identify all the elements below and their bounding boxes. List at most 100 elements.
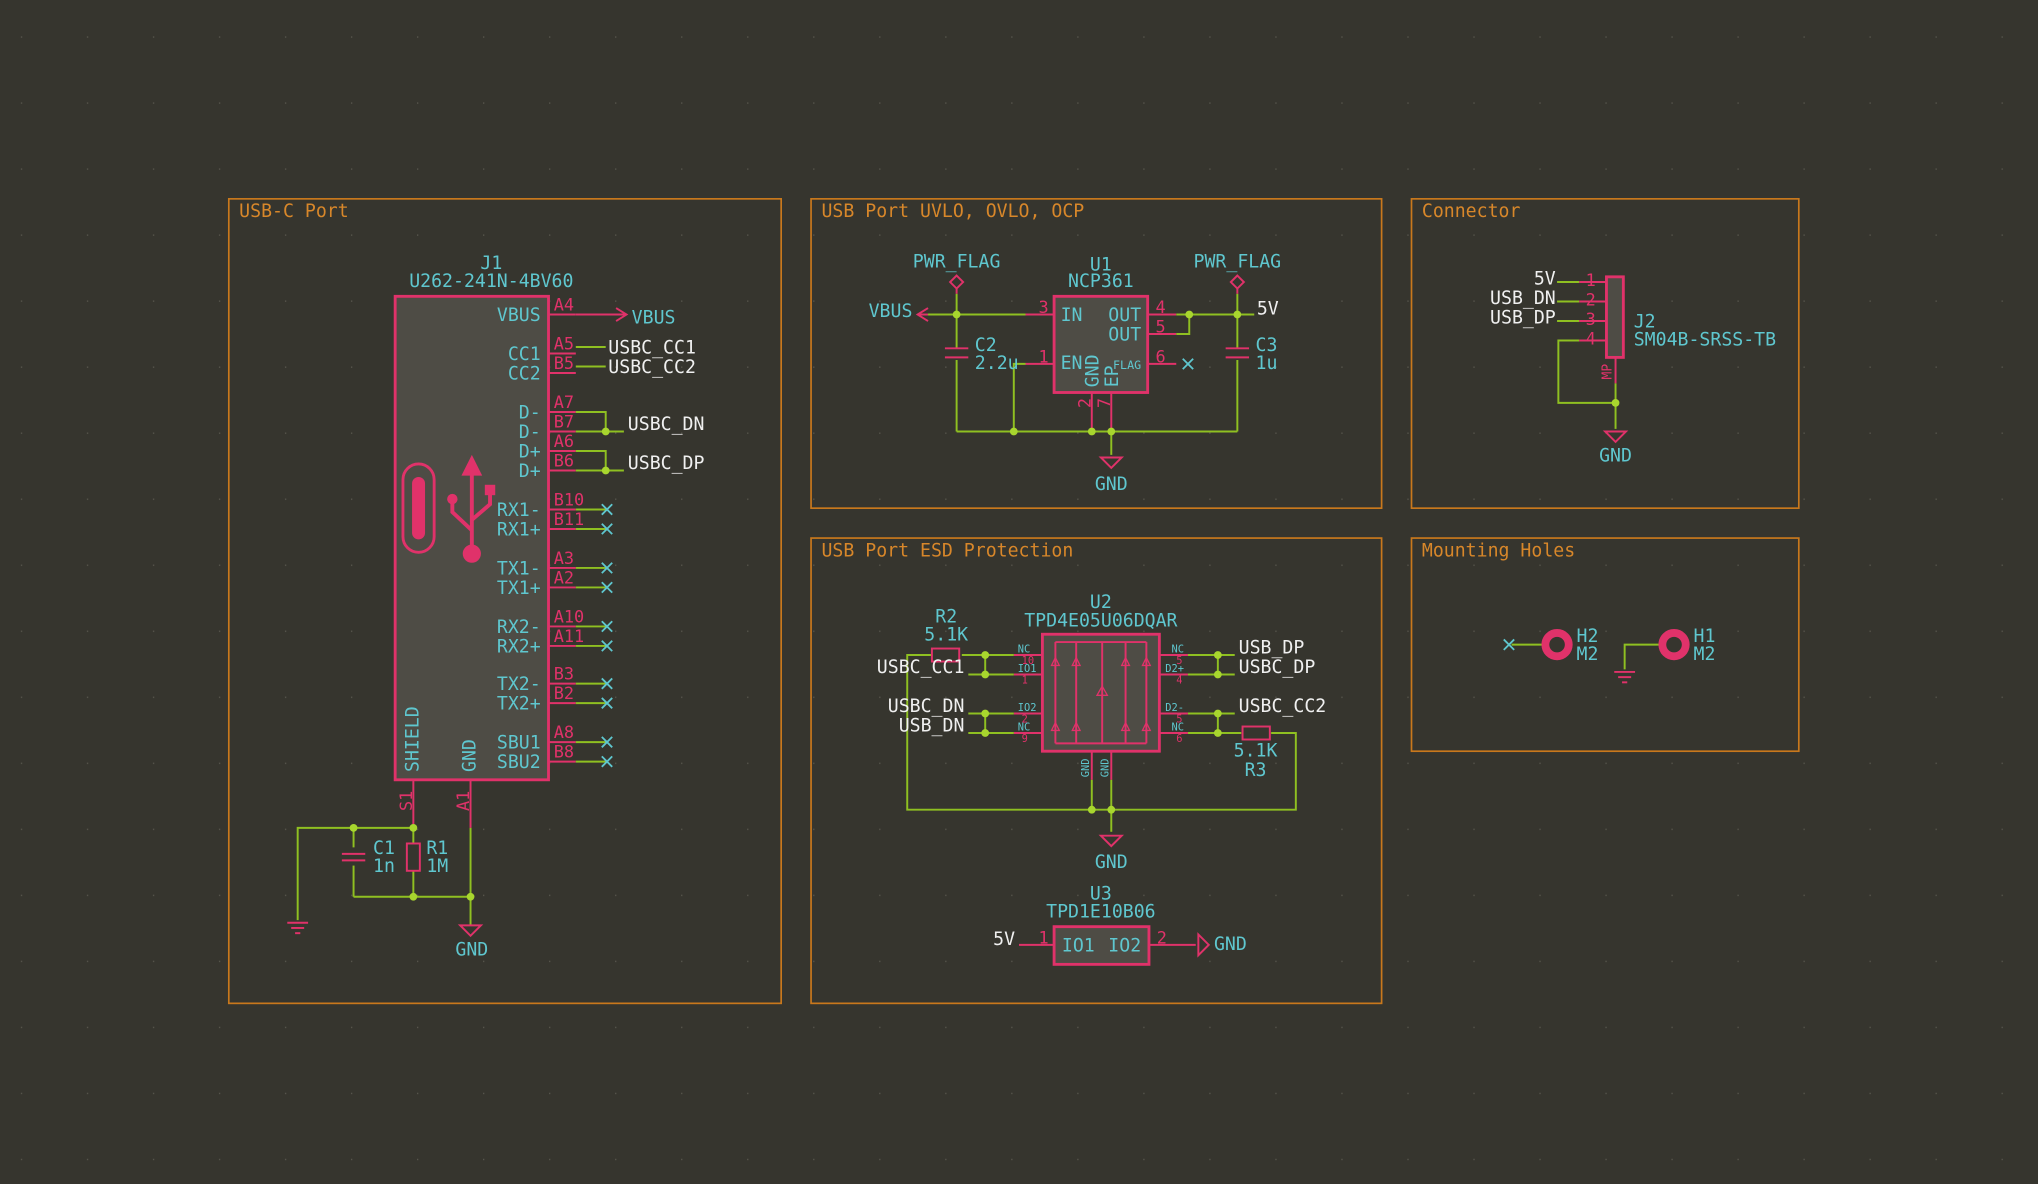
svg-text:7: 7 bbox=[1094, 398, 1114, 408]
r1-resistor[interactable]: R1 1M bbox=[405, 838, 448, 877]
u1-pin-ep: EP bbox=[1102, 365, 1123, 387]
u2-tpd4e05u06[interactable]: U2 TPD4E05U06DQAR bbox=[1013, 592, 1188, 780]
h2-mounting-hole[interactable]: H2 M2 bbox=[1503, 626, 1599, 665]
gnd-symbol-u2: GND bbox=[1095, 834, 1128, 873]
net-usbc-cc2-esd[interactable]: USBC_CC2 bbox=[1239, 696, 1327, 717]
pin-name: CC2 bbox=[508, 364, 541, 385]
svg-text:IO1: IO1 bbox=[1062, 935, 1095, 956]
j1-pin-b3[interactable]: TX2-B3 bbox=[497, 664, 613, 695]
c2-capacitor[interactable]: C2 2.2u bbox=[944, 335, 1019, 374]
no-connect-icon bbox=[601, 736, 613, 748]
vbus-power-symbol-u1[interactable]: VBUS bbox=[869, 301, 929, 322]
pwr-flag-label-right: PWR_FLAG bbox=[1194, 252, 1282, 273]
u2-pin-number: 4 bbox=[1176, 675, 1182, 687]
pin-number: B6 bbox=[554, 451, 574, 471]
usb-logo-icon bbox=[447, 454, 496, 563]
net-5v-j2[interactable]: 5V bbox=[1534, 269, 1556, 290]
c2-ref: C2 bbox=[975, 335, 997, 356]
u1-ncp361[interactable]: U1 NCP361 IN OUT OUT EN FLAG GND EP 3 1 … bbox=[1025, 254, 1177, 432]
j1-pin-a8[interactable]: SBU1 A8 bbox=[497, 722, 613, 754]
frame-connector: Connector bbox=[1410, 198, 1800, 510]
u2-pin-name: D2- bbox=[1165, 702, 1184, 714]
pin-number: B3 bbox=[554, 664, 574, 684]
net-5v-u3[interactable]: 5V bbox=[993, 929, 1015, 950]
vbus-power-symbol[interactable]: VBUS bbox=[575, 307, 676, 329]
c3-capacitor[interactable]: C3 1u bbox=[1225, 335, 1278, 374]
u2-pin-name: D2+ bbox=[1165, 663, 1184, 675]
frame-title-esd: USB Port ESD Protection bbox=[821, 540, 1073, 561]
net-usb-dp-esd[interactable]: USB_DP bbox=[1239, 638, 1305, 659]
j1-pin-a10[interactable]: RX2-A10 bbox=[497, 607, 613, 638]
c1-capacitor[interactable]: C1 1n bbox=[341, 838, 395, 877]
pin-name: RX1- bbox=[497, 500, 541, 521]
pin-number: B8 bbox=[554, 742, 574, 762]
u3-tpd1e10b06[interactable]: U3 TPD1E10B06 IO1 IO2 1 2 bbox=[1019, 883, 1211, 966]
svg-text:2: 2 bbox=[1586, 289, 1596, 309]
u2-pin-number: 1 bbox=[1022, 675, 1028, 687]
gnd-label-u3: GND bbox=[1214, 934, 1247, 955]
net-usbc-cc2[interactable]: USBC_CC2 bbox=[608, 357, 696, 378]
h2-ref: H2 bbox=[1577, 626, 1599, 647]
pin-number: B10 bbox=[554, 490, 584, 510]
pin-name: TX2+ bbox=[497, 694, 541, 715]
net-usb-dn-j2[interactable]: USB_DN bbox=[1490, 288, 1556, 309]
pin-name: SBU1 bbox=[497, 733, 541, 754]
net-usbc-dp[interactable]: USBC_DP bbox=[628, 453, 705, 474]
u1-pin-en: EN bbox=[1061, 353, 1083, 374]
j1-usbc-connector[interactable]: J1 U262-241N-4BV60 VBUSA4CC1A5CC2B5D-A7D… bbox=[393, 253, 613, 828]
j1-pin-a2[interactable]: TX1+A2 bbox=[497, 568, 613, 599]
j1-pin-a3[interactable]: TX1-A3 bbox=[497, 548, 613, 579]
no-connect-icon bbox=[601, 581, 613, 594]
svg-text:3: 3 bbox=[1586, 309, 1596, 329]
j1-pin-b11[interactable]: RX1+B11 bbox=[497, 509, 613, 540]
u2-pin-name: NC bbox=[1172, 643, 1185, 655]
u1-pin-out2: OUT bbox=[1108, 325, 1141, 346]
r2-resistor[interactable]: R2 5.1K bbox=[924, 607, 968, 663]
j1-pin-b6[interactable]: D+B6 bbox=[519, 451, 576, 482]
j2-connector[interactable]: 1 2 3 4 MP J2 SM04B-SRSS-TB bbox=[1579, 270, 1776, 384]
j1-pin-a11[interactable]: RX2+A11 bbox=[497, 626, 613, 657]
pwr-flag-left[interactable]: PWR_FLAG bbox=[913, 252, 1001, 294]
r3-resistor[interactable]: 5.1K R3 bbox=[1234, 725, 1278, 781]
net-5v-u1[interactable]: 5V bbox=[1257, 299, 1279, 320]
svg-text:4: 4 bbox=[1586, 328, 1596, 348]
net-usbc-dn-esd[interactable]: USBC_DN bbox=[888, 696, 965, 717]
u2-body bbox=[1040, 632, 1161, 753]
net-usb-dp-j2[interactable]: USB_DP bbox=[1490, 308, 1556, 329]
j1-pin-a6[interactable]: D+A6 bbox=[519, 431, 576, 462]
u1-pin-flag: FLAG bbox=[1113, 358, 1141, 372]
j1-pin-b7[interactable]: D-B7 bbox=[519, 412, 576, 443]
gnd-label-u2: GND bbox=[1095, 852, 1128, 873]
frame-title-connector: Connector bbox=[1422, 201, 1521, 222]
h1-mounting-hole[interactable]: H1 M2 bbox=[1614, 626, 1716, 684]
chassis-ground-icon bbox=[1614, 670, 1636, 684]
pin-number: A7 bbox=[554, 392, 574, 412]
j1-gnd-pin-num: A1 bbox=[453, 791, 473, 811]
h1-value: M2 bbox=[1694, 644, 1716, 665]
j1-pin-b2[interactable]: TX2+B2 bbox=[497, 683, 613, 715]
no-connect-icon bbox=[601, 755, 613, 768]
u2-diode-array-icon bbox=[1050, 641, 1152, 745]
net-usb-dn-esd[interactable]: USB_DN bbox=[899, 716, 965, 737]
svg-text:MP: MP bbox=[1601, 364, 1616, 380]
frame-uvlo: USB Port UVLO, OVLO, OCP bbox=[810, 198, 1383, 510]
j1-pin-b10[interactable]: RX1- B10 bbox=[497, 490, 613, 521]
net-usbc-cc1[interactable]: USBC_CC1 bbox=[608, 338, 696, 359]
frame-mounting-holes: Mounting Holes bbox=[1410, 537, 1800, 753]
c3-value: 1u bbox=[1256, 353, 1278, 374]
net-usbc-dp-esd[interactable]: USBC_DP bbox=[1239, 657, 1316, 678]
h2-value: M2 bbox=[1577, 644, 1599, 665]
net-usbc-dn[interactable]: USBC_DN bbox=[628, 414, 705, 435]
j1-pin-a7[interactable]: D-A7 bbox=[519, 392, 576, 423]
pwr-flag-right[interactable]: PWR_FLAG bbox=[1194, 252, 1282, 294]
no-connect-icon bbox=[601, 523, 613, 535]
vbus-label: VBUS bbox=[632, 308, 676, 329]
pin-number: A8 bbox=[554, 722, 574, 742]
net-usbc-cc1-esd[interactable]: USBC_CC1 bbox=[877, 657, 965, 678]
svg-text:2: 2 bbox=[1157, 928, 1167, 948]
